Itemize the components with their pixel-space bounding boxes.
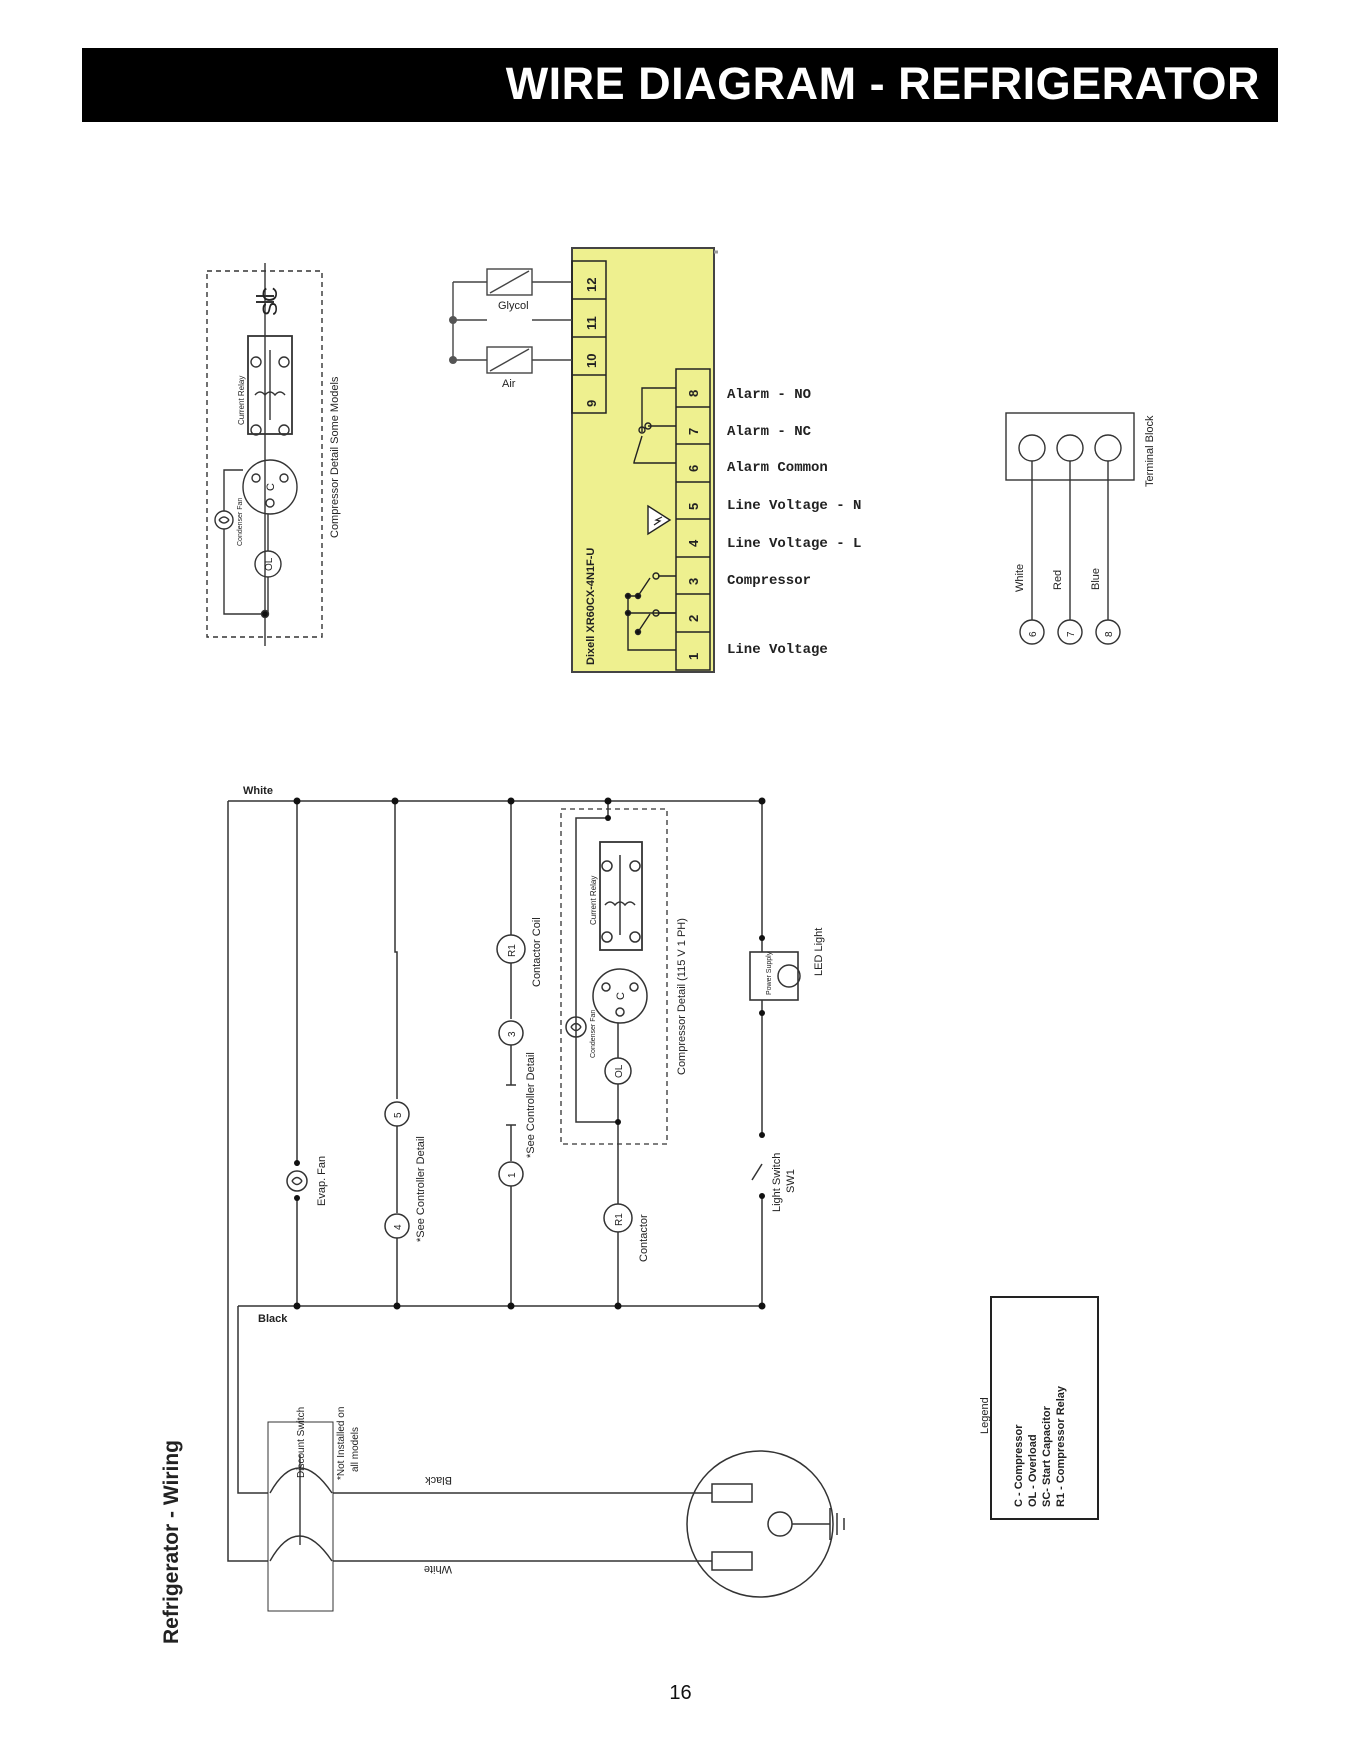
legend-item-compressor: C - Compressor (1013, 1424, 1025, 1507)
terminal-9: 9 (584, 400, 599, 407)
evap-fan-symbol (286, 1170, 308, 1192)
ol-label-main: OL (614, 1064, 625, 1078)
terminal-10: 10 (584, 354, 599, 368)
output-line-voltage-n: Line Voltage - N (727, 498, 861, 514)
led-light-symbol (777, 964, 801, 988)
header-bar: WIRE DIAGRAM - REFRIGERATOR (82, 48, 1278, 122)
output-line-voltage: Line Voltage (727, 642, 828, 658)
power-plug (686, 1450, 845, 1598)
wire-6-number: 6 (1028, 631, 1039, 637)
current-relay-label-main: Current Relay (589, 876, 598, 925)
see-controller-detail-b: *See Controller Detail (525, 1052, 537, 1158)
c-label-main: C (615, 992, 627, 1000)
wire-white-label: White (1014, 564, 1026, 592)
wire-8-number: 8 (1104, 631, 1115, 637)
node-5-label: 5 (393, 1112, 404, 1118)
current-relay-symbol (247, 335, 293, 435)
node-1-label: 1 (507, 1172, 518, 1178)
main-wiring (227, 800, 801, 1562)
terminal-7: 7 (686, 428, 701, 435)
air-probe-label: Air (502, 378, 516, 390)
legend-title: Legend (979, 1397, 991, 1434)
node-3-label: 3 (507, 1031, 518, 1037)
terminal-4: 4 (686, 539, 701, 547)
wiring-title: Refrigerator - Wiring (160, 1440, 183, 1644)
compressor-symbol-main (592, 968, 648, 1024)
disconnect-switch-label: Discount Switch (296, 1407, 307, 1478)
power-supply-label: Power Supply (766, 951, 773, 995)
controller-body (571, 247, 715, 673)
controller-model-label: Dixell XR60CX-4N1F-U (585, 548, 597, 665)
see-controller-detail-a: *See Controller Detail (415, 1136, 427, 1242)
output-alarm-no: Alarm - NO (727, 387, 811, 403)
glycol-probe-label: Glycol (498, 300, 529, 312)
led-light-label: LED Light (813, 928, 825, 976)
disconnect-switch (267, 1421, 712, 1612)
condenser-fan-label-main: Condenser Fan (590, 1010, 597, 1058)
output-line-voltage-l: Line Voltage - L (727, 536, 861, 552)
high-voltage-warning-icon (647, 504, 672, 536)
legend-item-start-capacitor: SC- Start Capacitor (1041, 1405, 1053, 1507)
compressor-detail-main-label: Compressor Detail (115 V 1 PH) (676, 918, 688, 1075)
output-alarm-nc: Alarm - NC (727, 424, 812, 440)
output-alarm-common: Alarm Common (727, 460, 828, 476)
terminal-1: 1 (686, 653, 701, 660)
compressor-symbol (242, 459, 298, 515)
black-bus-label: Black (258, 1313, 288, 1325)
all-models-note: all models (350, 1427, 361, 1472)
wire-red-label: Red (1052, 570, 1064, 590)
node-4-label: 4 (393, 1224, 404, 1230)
condenser-fan-symbol-main (565, 1016, 587, 1038)
terminal-3: 3 (686, 578, 701, 585)
light-switch-label: Light Switch (771, 1153, 783, 1212)
legend-item-overload: OL - Overload (1027, 1434, 1039, 1507)
terminal-11: 11 (584, 316, 599, 330)
sc-label: SC (259, 287, 282, 316)
junction-dots (293, 797, 766, 1310)
condenser-fan-label: Condenser Fan (237, 498, 244, 546)
sw1-label: SW1 (785, 1169, 797, 1193)
evap-fan-label: Evap. Fan (316, 1156, 328, 1206)
terminal-block-title: Terminal Block (1144, 415, 1156, 487)
wire-blue-label: Blue (1090, 568, 1102, 590)
page-number: 16 (669, 1682, 692, 1704)
terminal-5: 5 (686, 503, 701, 510)
page-title: WIRE DIAGRAM - REFRIGERATOR (505, 58, 1260, 109)
plug-white-label: White (424, 1563, 452, 1575)
r1-contact-label: R1 (614, 1213, 625, 1226)
plug-outline (686, 1450, 834, 1598)
r1-coil-label: R1 (507, 944, 518, 957)
disconnect-switch-box (267, 1421, 334, 1612)
not-installed-note: *Not Installed on (336, 1407, 347, 1480)
output-compressor: Compressor (727, 573, 811, 589)
wire-7-number: 7 (1066, 631, 1077, 637)
white-bus-label: White (243, 785, 273, 797)
compressor-detail-some-models (206, 263, 323, 646)
terminal-12: 12 (584, 278, 599, 292)
legend-item-compressor-relay: R1 - Compressor Relay (1055, 1385, 1067, 1507)
terminal-2: 2 (686, 615, 701, 622)
plug-black-label: Black (425, 1474, 452, 1486)
c-label: C (265, 483, 277, 491)
contactor-coil-label: Contactor Coil (531, 917, 543, 987)
terminal-block (1005, 412, 1135, 645)
current-relay-symbol-main (599, 841, 643, 951)
compressor-detail-caption: Compressor Detail Some Models (329, 376, 341, 538)
terminal-6: 6 (686, 465, 701, 472)
terminal-8: 8 (686, 390, 701, 397)
contactor-label: Contactor (638, 1214, 650, 1262)
controller-panel (449, 247, 718, 673)
condenser-fan-symbol (214, 510, 234, 530)
current-relay-label: Current Relay (237, 376, 246, 425)
ol-label: OL (264, 557, 275, 571)
compressor-detail-box-main (560, 808, 668, 1145)
legend-box (990, 1296, 1099, 1520)
power-supply-symbol (749, 951, 799, 1001)
